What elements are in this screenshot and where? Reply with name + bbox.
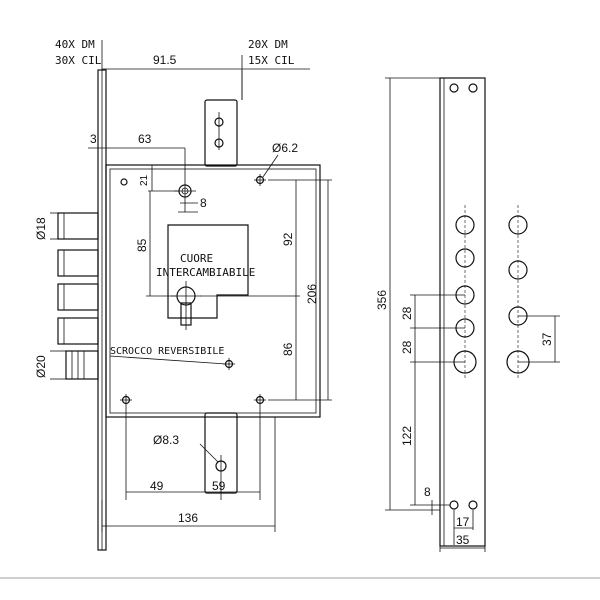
small-hole	[120, 178, 128, 186]
dim-diameter-6-2: Ø6.2	[272, 141, 298, 155]
dim-35: 35	[456, 533, 470, 547]
cylinder-cutout	[167, 224, 249, 319]
dim-49: 49	[150, 479, 164, 493]
dim-3: 3	[90, 132, 97, 146]
label-cuore: CUORE	[180, 252, 213, 265]
label-top-right-2: 15X CIL	[248, 54, 295, 67]
keeper-holes	[506, 205, 530, 380]
label-top-left-1: 40X DM	[55, 38, 95, 51]
dim-17: 17	[456, 515, 470, 529]
dim-59: 59	[212, 479, 226, 493]
reversible-latch	[65, 350, 99, 380]
bolt-holes	[453, 215, 477, 374]
dim-8: 8	[200, 196, 207, 210]
dim-85: 85	[135, 238, 149, 252]
dim-diameter-18: Ø18	[34, 217, 48, 240]
upper-rod-connector	[204, 99, 238, 167]
faceplate-view	[385, 77, 560, 552]
label-scrocco-reversibile: SCROCCO REVERSIBILE	[110, 346, 224, 357]
dim-92: 92	[281, 232, 295, 246]
dim-21: 21	[139, 174, 150, 186]
label-top-left-2: 30X CIL	[55, 54, 102, 67]
lock-case	[105, 164, 321, 418]
dim-diameter-8-3: Ø8.3	[153, 433, 179, 447]
dim-37: 37	[540, 332, 554, 346]
cylinder-profile-icon	[171, 281, 201, 330]
dim-122: 122	[400, 426, 414, 446]
dim-136: 136	[178, 511, 198, 525]
label-top-right-1: 20X DM	[248, 38, 288, 51]
deadbolts	[57, 212, 99, 345]
faceplate-side	[439, 77, 486, 547]
dim-356: 356	[375, 290, 389, 310]
dim-8-faceplate: 8	[424, 485, 431, 499]
dim-86: 86	[281, 342, 295, 356]
label-intercambiabile: INTERCAMBIABILE	[156, 266, 255, 279]
dim-28-lower: 28	[400, 340, 414, 354]
lock-body-view	[50, 40, 332, 551]
dim-91-5: 91.5	[153, 53, 177, 67]
dim-28-upper: 28	[400, 306, 414, 320]
dim-63: 63	[138, 132, 152, 146]
dim-206: 206	[305, 284, 319, 304]
dim-diameter-20: Ø20	[34, 355, 48, 378]
